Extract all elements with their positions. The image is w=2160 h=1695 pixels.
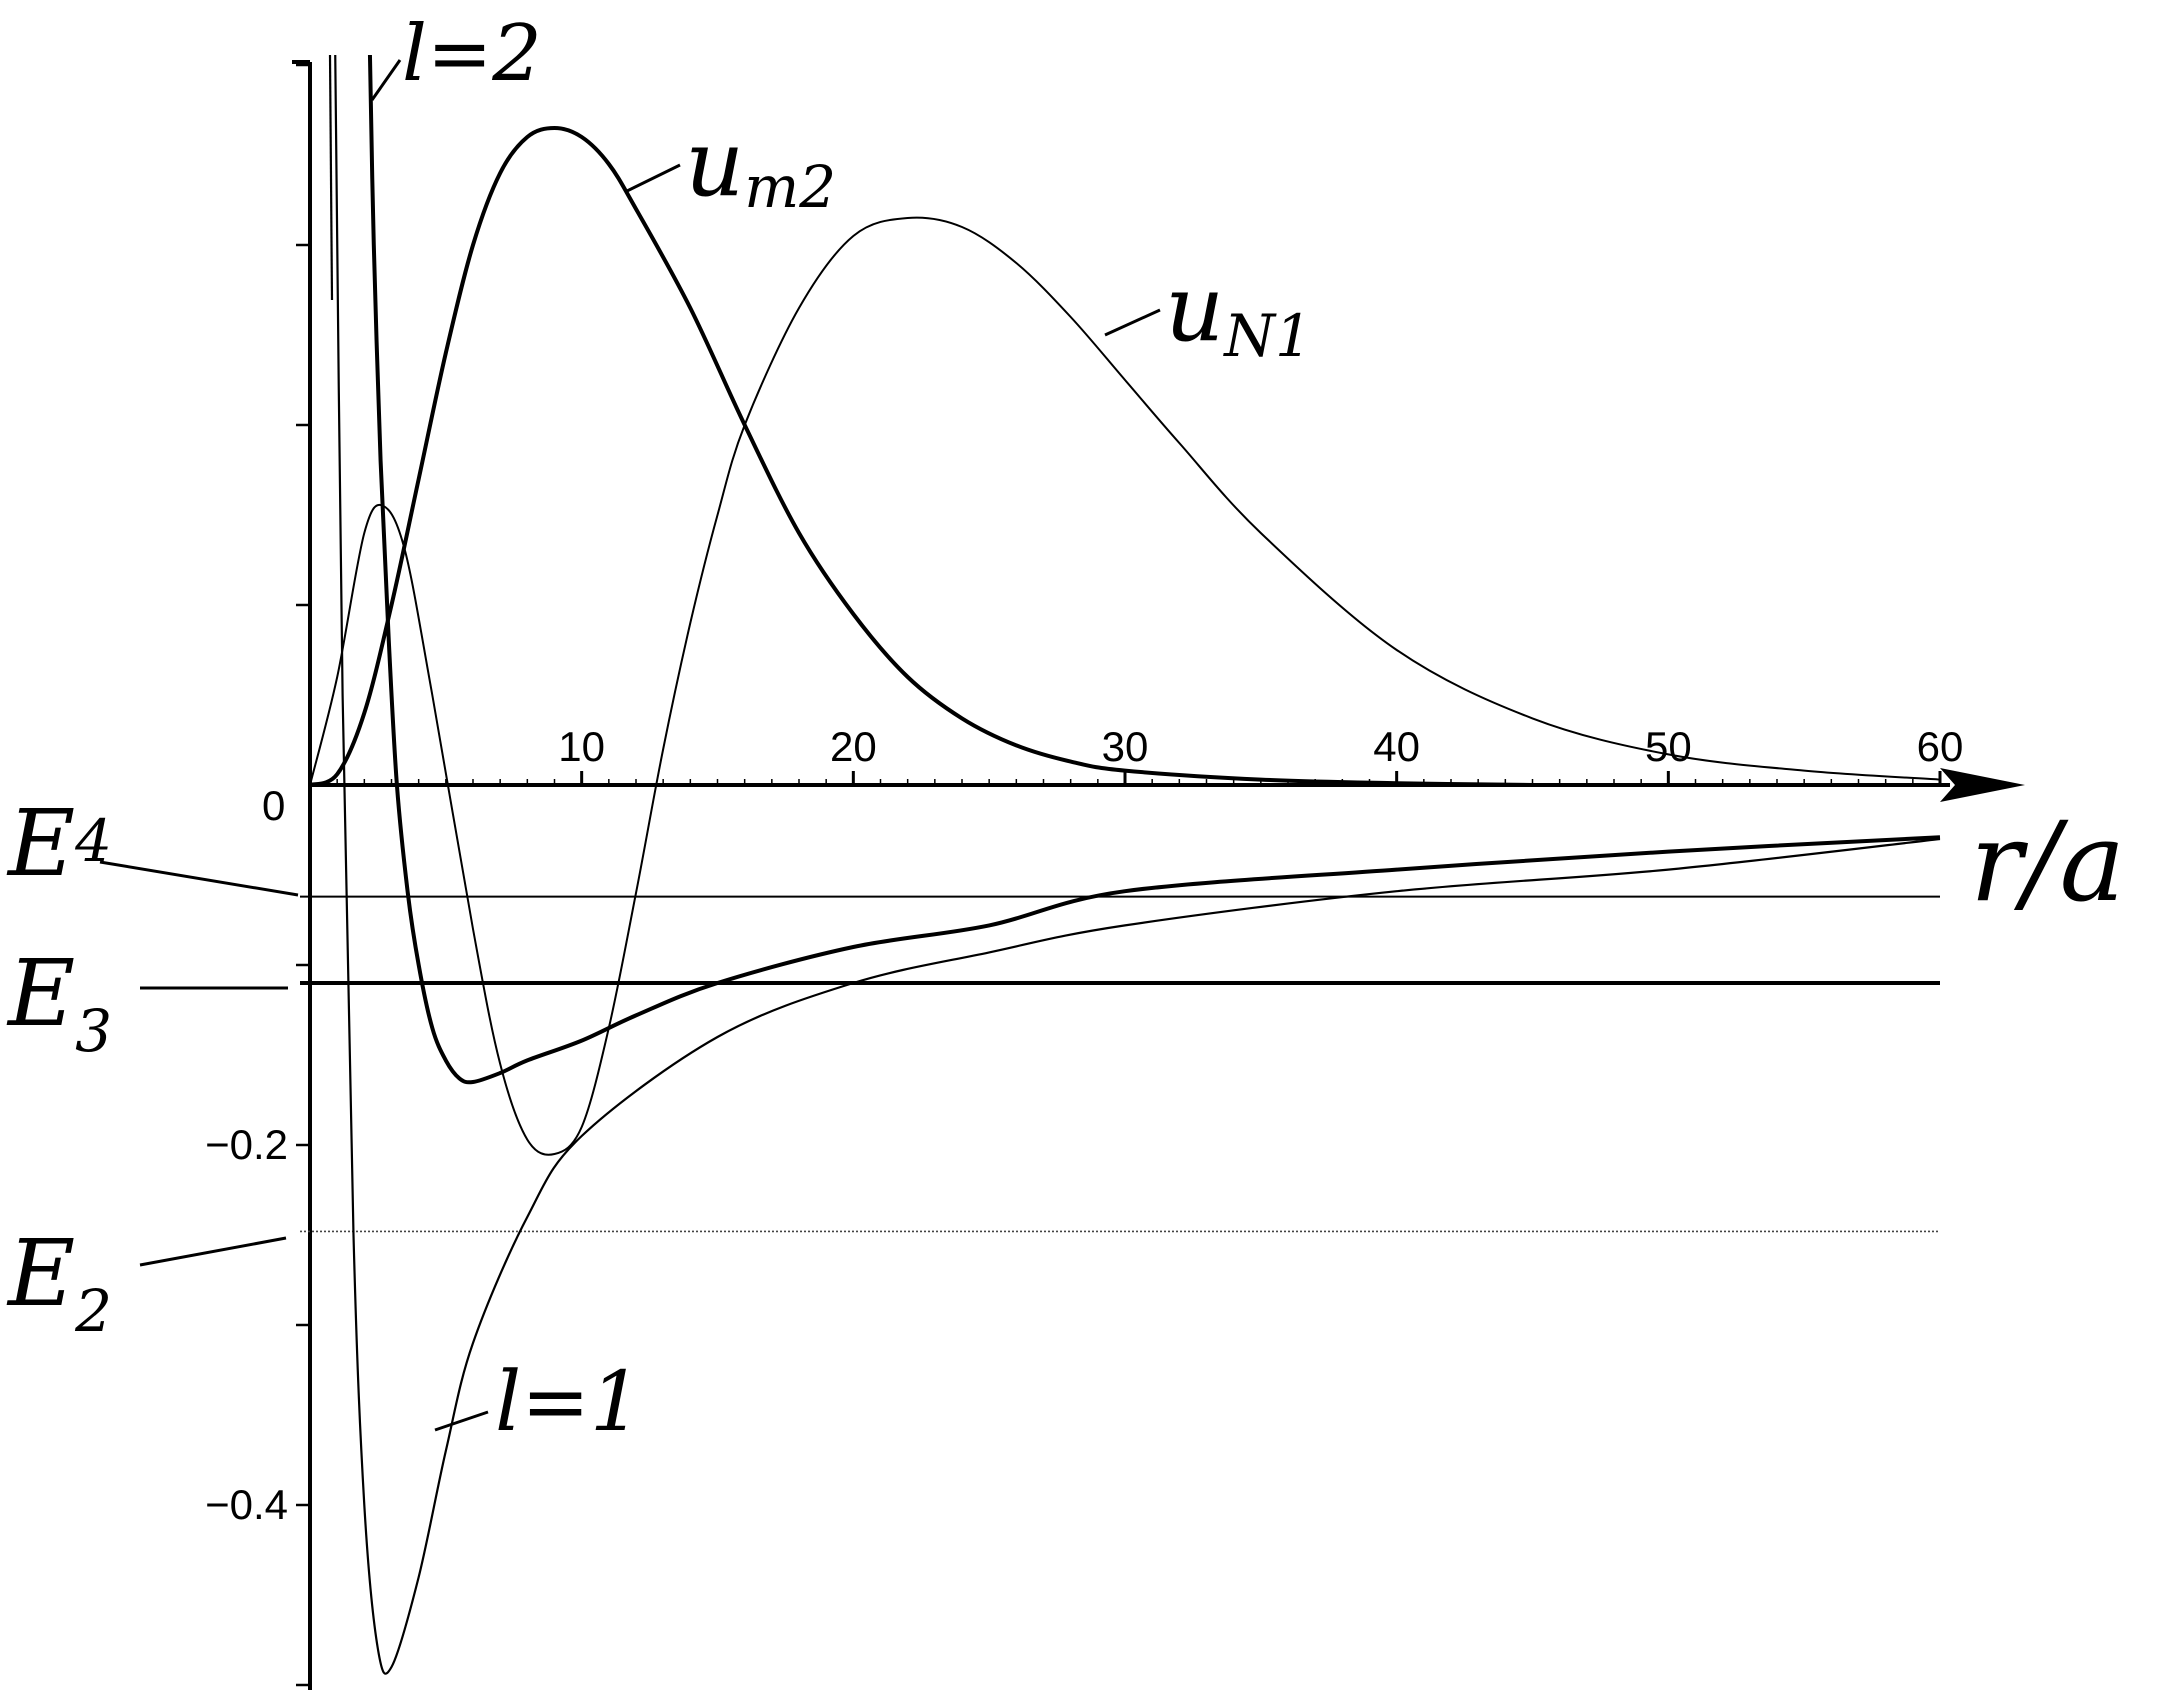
l2-label: l=2 <box>402 9 542 99</box>
y-tick-label: −0.4 <box>205 1481 288 1528</box>
E3-label: E3 <box>6 940 112 1065</box>
x-tick-label: 60 <box>1917 723 1964 770</box>
series-line-uN1 <box>310 216 1941 1156</box>
energy-level-lines <box>300 895 1940 1233</box>
series-line-l2 <box>367 55 1941 1085</box>
x-tick-label: 30 <box>1102 723 1149 770</box>
uN1-label-main: u <box>1165 255 1224 362</box>
E4-label-main: E <box>6 790 75 897</box>
E3-label-main: E <box>6 940 75 1047</box>
series-line-um2 <box>310 125 1533 787</box>
x-tick-label: 10 <box>558 723 605 770</box>
y-tick-label: −0.2 <box>205 1121 288 1168</box>
x-tick-label: 40 <box>1373 723 1420 770</box>
x-tick-label: 20 <box>830 723 877 770</box>
l2-leader <box>370 59 402 101</box>
E4-label-sub: 4 <box>74 807 112 875</box>
l1-wall-line <box>328 54 334 301</box>
uN1-label: uN1 <box>1165 255 1312 370</box>
x-axis-label: r/a <box>1970 798 2125 926</box>
E2-label-main: E <box>6 1220 75 1327</box>
um2-label: um2 <box>685 110 836 221</box>
um2-label-main: u <box>685 110 744 217</box>
tick-marks <box>296 63 1942 1687</box>
origin-label: 0 <box>262 782 285 829</box>
x-tick-label: 50 <box>1645 723 1692 770</box>
l1-label: l=1 <box>495 1355 642 1450</box>
series-line-l1 <box>334 55 1941 1675</box>
E4-label: E4 <box>6 790 112 897</box>
tick-labels: 10 20 30 40 50 60 −0.4 −0.2 <box>205 723 1963 1528</box>
um2-label-sub: m2 <box>744 153 836 221</box>
l1-leader <box>434 1410 489 1432</box>
E4-leader <box>99 860 299 897</box>
x-axis-arrow <box>1940 768 2025 802</box>
E2-label-sub: 2 <box>74 1277 112 1345</box>
E3-label-sub: 3 <box>75 997 112 1065</box>
uN1-label-sub: N1 <box>1222 302 1312 370</box>
uN1-leader <box>1104 308 1161 337</box>
curves <box>310 54 1941 1675</box>
E2-leader <box>139 1236 287 1267</box>
E2-label: E2 <box>6 1220 112 1345</box>
um2-leader <box>624 163 681 194</box>
